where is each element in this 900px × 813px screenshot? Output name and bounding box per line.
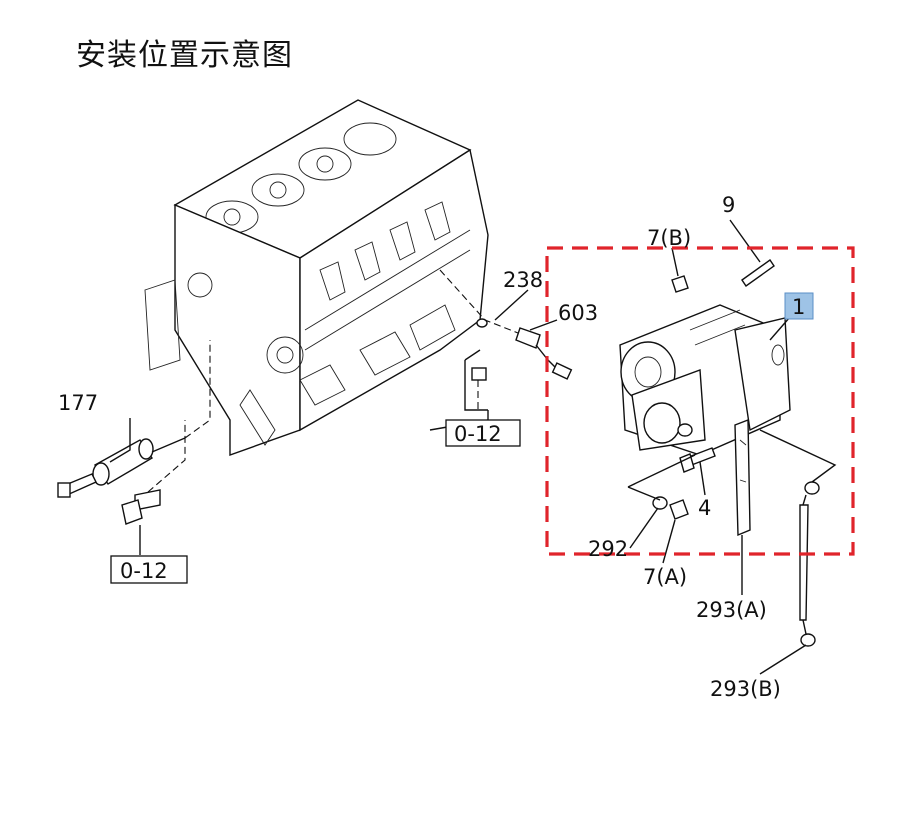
reference-box-center[interactable]: 0-12 bbox=[445, 419, 521, 447]
part-603-sensor bbox=[439, 269, 573, 380]
callout-4[interactable]: 4 bbox=[698, 496, 711, 520]
callout-293a[interactable]: 293(A) bbox=[696, 598, 767, 622]
engine-block bbox=[144, 99, 489, 456]
callout-603[interactable]: 603 bbox=[558, 301, 598, 325]
part-left-bolt bbox=[121, 420, 186, 525]
reference-label: 0-12 bbox=[454, 422, 502, 446]
reference-box-left[interactable]: 0-12 bbox=[110, 555, 188, 584]
selected-callout-box bbox=[784, 292, 814, 320]
callout-1[interactable]: 1 bbox=[792, 295, 805, 319]
part-center-bolt bbox=[471, 367, 487, 410]
highlight-region bbox=[545, 246, 855, 556]
reference-label: 0-12 bbox=[120, 559, 168, 583]
part-292-washer bbox=[652, 496, 668, 510]
callout-7a[interactable]: 7(A) bbox=[643, 565, 687, 589]
part-1-starter bbox=[619, 304, 791, 456]
page-title: 安装位置示意图 bbox=[76, 38, 293, 73]
part-293b-cable bbox=[799, 481, 820, 647]
part-7b-nut bbox=[671, 275, 689, 293]
callout-7b[interactable]: 7(B) bbox=[647, 226, 691, 250]
part-177-solenoid bbox=[57, 340, 211, 498]
callout-238[interactable]: 238 bbox=[503, 268, 543, 292]
part-9-stud bbox=[741, 259, 775, 287]
part-4-bolt bbox=[679, 447, 716, 473]
part-7a-nut bbox=[669, 499, 689, 520]
callout-177[interactable]: 177 bbox=[58, 391, 98, 415]
part-293a-bracket bbox=[734, 418, 751, 537]
callout-292[interactable]: 292 bbox=[588, 537, 628, 561]
callout-293b[interactable]: 293(B) bbox=[710, 677, 781, 701]
callout-9[interactable]: 9 bbox=[722, 193, 735, 217]
